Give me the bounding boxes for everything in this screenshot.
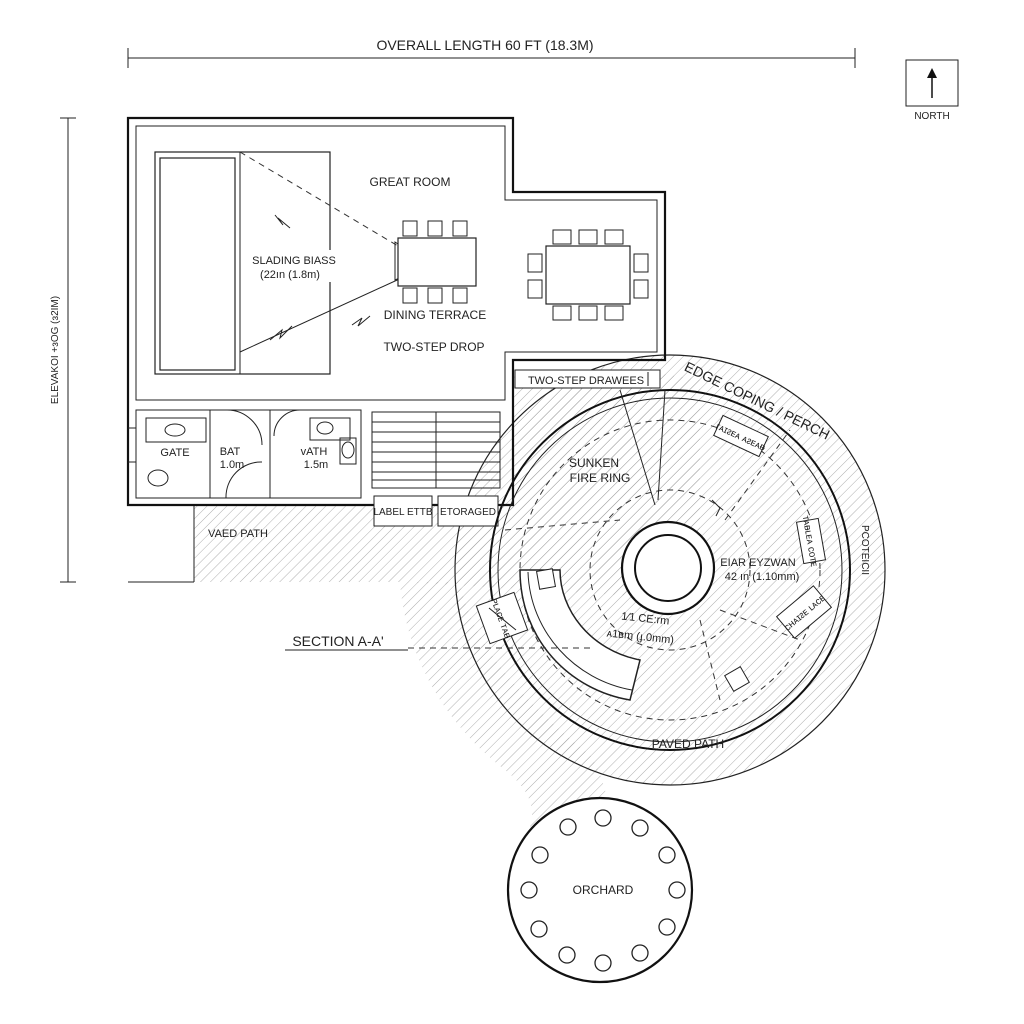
fire-ring-area: TWO-STEP DRAWEES <box>408 369 851 751</box>
orchard: ORCHARD <box>506 796 694 984</box>
bath-1-label: BAT <box>220 446 241 458</box>
great-room-label: GREAT ROOM <box>370 175 451 189</box>
section-marker: SECTION A-A' <box>285 633 408 651</box>
tree-icon <box>631 944 649 962</box>
dining-table-2 <box>527 229 649 321</box>
ring-dim-value: 42 ın (1.10mm) <box>725 571 800 583</box>
north-label: NORTH <box>914 111 949 122</box>
elevation-label: ELEVAKOI +ɜOG (ɜ2IM) <box>50 296 61 404</box>
bath-block <box>128 409 362 499</box>
dashed-ring <box>519 419 821 721</box>
bath-2-dim: 1.5m <box>304 459 328 471</box>
overall-length-label: OVERALL LENGTH 60 FT (18.3M) <box>376 37 593 53</box>
overall-length-dimension: OVERALL LENGTH 60 FT (18.3M) <box>127 34 856 68</box>
dining-terrace-label: DINING TERRACE <box>384 308 486 322</box>
north-arrow-icon <box>927 68 937 78</box>
ring-dim-label: EIAR EYZWAN <box>720 557 795 569</box>
two-step-drop-label: TWO-STEP DROP <box>383 340 484 354</box>
orchard-label: ORCHARD <box>573 883 634 897</box>
paved-path-label: PAVED PATH <box>652 737 724 751</box>
bath-1-dim: 1.0m <box>220 459 244 471</box>
side-label: PCOTEICII <box>859 525 870 575</box>
stairs <box>371 411 501 489</box>
tree-icon <box>594 954 612 972</box>
sliding-glass-dim: (22ın (1.8m) <box>260 269 320 281</box>
storage-label-1: LABEL ETTB <box>373 507 432 518</box>
storage-boxes <box>373 495 499 527</box>
tree-icon <box>668 881 686 899</box>
curved-bench <box>519 569 641 701</box>
sunken-fire-ring-label-2: FIRE RING <box>570 471 631 485</box>
tree-icon <box>658 918 676 936</box>
inner-dim-1: 1⁄1 CE:rm <box>621 611 670 628</box>
house: SLADING BIASS (22ın (1.8m) GREAT ROOM <box>126 116 667 527</box>
storage-label-2: ETORAGED <box>440 507 496 518</box>
section-label: SECTION A-A' <box>292 633 383 649</box>
elevation-dimension: ELEVAKOI +ɜOG (ɜ2IM) <box>50 117 76 583</box>
dining-table-1 <box>397 220 477 304</box>
lower-path <box>400 582 611 840</box>
tree-icon <box>559 818 577 836</box>
tree-icon <box>531 846 549 864</box>
gate-label: GATE <box>160 447 189 459</box>
sliding-glass-label: SLADING BIASS <box>252 255 336 267</box>
tree-icon <box>558 946 576 964</box>
tree-icon <box>594 809 612 827</box>
west-paved-path-label: VAED PATH <box>208 528 268 540</box>
tree-icon <box>520 881 538 899</box>
tree-icon <box>530 920 548 938</box>
inner-ring-wall <box>489 389 851 751</box>
north-arrow: NORTH <box>905 59 959 122</box>
two-step-drawees-label: TWO-STEP DRAWEES <box>528 375 644 387</box>
tree-icon <box>658 846 676 864</box>
tree-icon <box>631 819 649 837</box>
bath-2-label: ᴠATH <box>301 446 328 458</box>
sunken-fire-ring-label-1: SUNKEN <box>569 456 619 470</box>
